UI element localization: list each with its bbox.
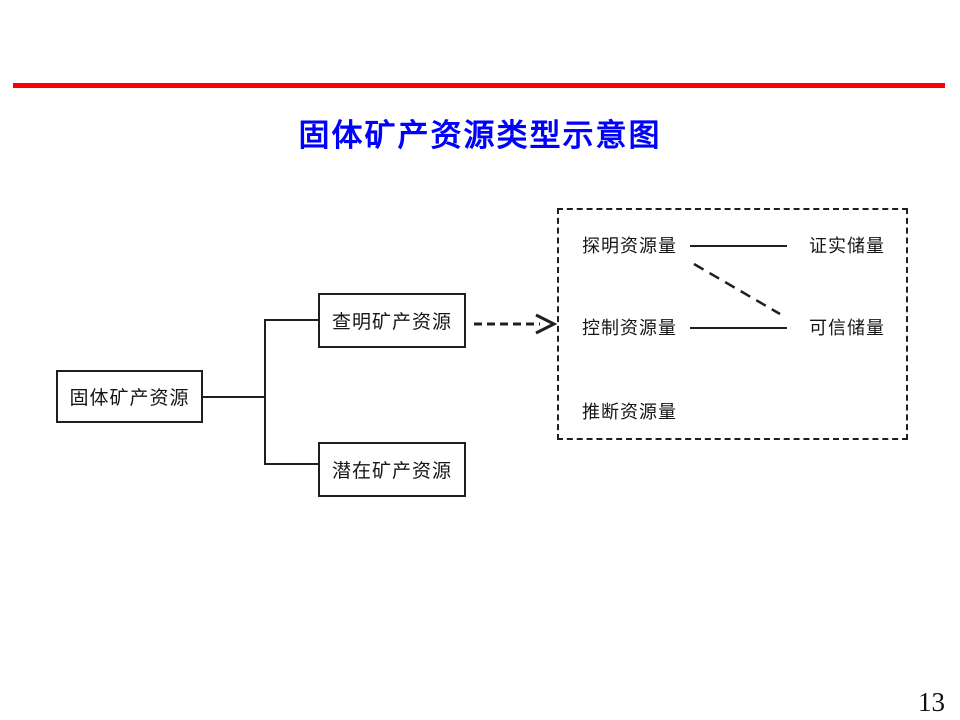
page-number: 13 xyxy=(918,687,945,717)
reserve-label-proved: 证实储量 xyxy=(809,236,885,256)
slide-title: 固体矿产资源类型示意图 xyxy=(298,118,662,153)
solid-link-row2 xyxy=(690,327,787,329)
node-label: 查明矿产资源 xyxy=(331,312,452,333)
resource-label-explored: 探明资源量 xyxy=(582,236,677,256)
connector-root-horizontal xyxy=(203,396,264,398)
dashed-cross-link xyxy=(693,262,781,316)
connector-branch-bottom xyxy=(264,463,318,465)
solid-link-row1 xyxy=(690,245,787,247)
reserve-label-probable: 可信储量 xyxy=(809,318,885,338)
top-divider-rule xyxy=(13,83,945,88)
node-potential-mineral-resources: 潜在矿产资源 xyxy=(318,442,466,497)
connector-trunk-vertical xyxy=(264,319,266,465)
resource-label-inferred: 推断资源量 xyxy=(582,402,677,422)
node-label: 潜在矿产资源 xyxy=(331,461,452,482)
node-solid-mineral-resources: 固体矿产资源 xyxy=(56,370,203,423)
resource-label-controlled: 控制资源量 xyxy=(582,318,677,338)
node-label: 固体矿产资源 xyxy=(69,388,190,409)
node-identified-mineral-resources: 查明矿产资源 xyxy=(318,293,466,348)
classification-panel: 探明资源量 证实储量 控制资源量 可信储量 推断资源量 xyxy=(557,208,908,440)
dashed-arrow xyxy=(474,313,558,335)
connector-branch-top xyxy=(264,319,318,321)
